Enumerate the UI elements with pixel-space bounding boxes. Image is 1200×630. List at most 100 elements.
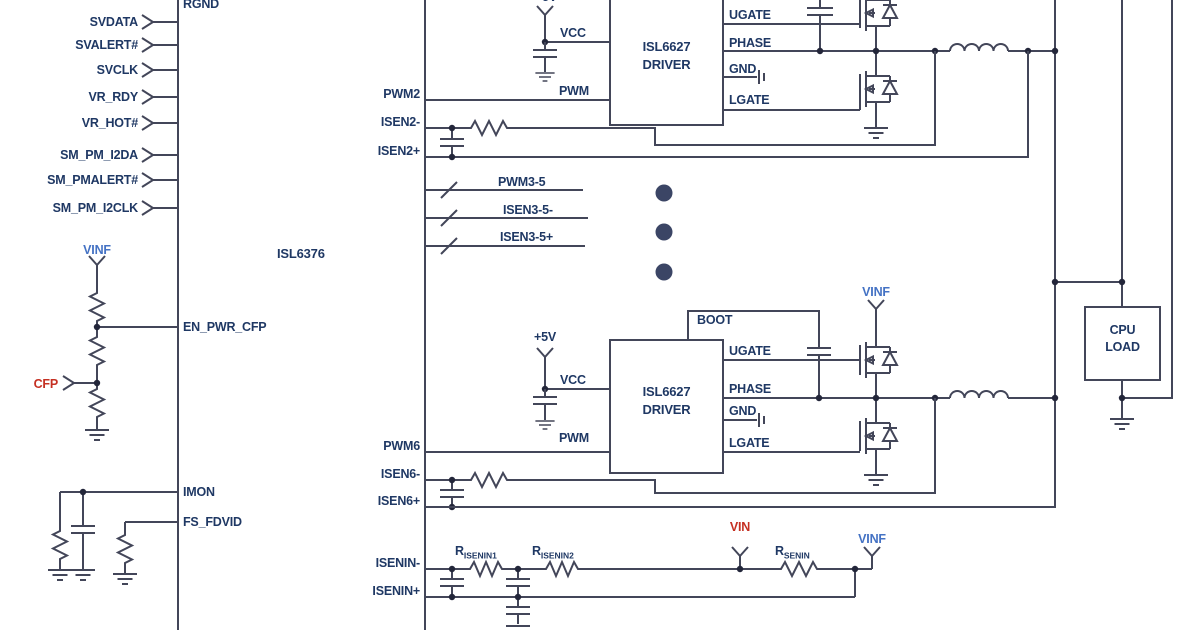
resistor-sub: ISENIN2 (540, 550, 574, 561)
boot-loop-and-capacitor (687, 310, 831, 398)
driver-top-part: ISL6627 (642, 39, 691, 54)
resistor-sub: ISENIN1 (463, 550, 497, 561)
ellipsis-dots (655, 184, 673, 281)
net-label-p5v-bottom: +5V (534, 330, 556, 344)
resistor-base: R (455, 544, 464, 558)
bus-label-isen3-5p: ISEN3-5+ (500, 230, 553, 244)
capacitor (506, 569, 530, 597)
capacitor (506, 597, 530, 624)
driver-top-pin-ugate: UGATE (729, 8, 771, 22)
resistor (87, 334, 107, 368)
driver-top-pin-vcc: VCC (560, 26, 586, 40)
driver-bottom-pin-pwm: PWM (559, 431, 589, 445)
driver-bottom-subtitle: DRIVER (642, 402, 691, 417)
low-side-mosfet (859, 397, 898, 475)
input-label-vr-hot: VR_HOT# (81, 116, 138, 130)
controller-part-number: ISL6376 (277, 246, 325, 261)
pin-label-isen2n: ISEN2- (380, 115, 420, 129)
resistor-label-risenin1: RISENIN1 (455, 544, 497, 563)
driver-box (609, 339, 724, 474)
capacitor (71, 492, 95, 570)
controller-box-edges (177, 0, 426, 630)
capacitor (533, 42, 557, 72)
input-label-svclk: SVCLK (96, 63, 139, 77)
resistor (466, 118, 514, 138)
resistor-base: R (532, 544, 541, 558)
input-label-sm-pm-i2clk: SM_PM_I2CLK (52, 201, 139, 215)
pin-label-fs-fdvid: FS_FDVID (183, 515, 242, 529)
isen2-network (425, 51, 1029, 161)
driver-top-pin-phase: PHASE (729, 36, 772, 50)
bus-slash (440, 181, 458, 255)
left-input-connectors (141, 14, 178, 216)
net-label-vin: VIN (729, 520, 751, 534)
input-label-svdata: SVDATA (89, 15, 139, 29)
isen6-network (425, 398, 936, 511)
pin-label-pwm2: PWM2 (383, 87, 420, 101)
inductor (949, 390, 1009, 399)
driver-stage-bottom (425, 299, 1055, 486)
input-label-sm-pmalert: SM_PMALERT# (47, 173, 138, 187)
resistor-label-risenin2: RISENIN2 (532, 544, 574, 563)
cpu-load-line2: LOAD (1105, 340, 1140, 354)
capacitor (440, 480, 464, 507)
resistor-risenin1 (466, 559, 510, 579)
driver-bottom-pin-boot: BOOT (697, 313, 733, 327)
pin-label-isen6p: ISEN6+ (377, 494, 420, 508)
input-label-sm-pm-i2da: SM_PM_I2DA (60, 148, 138, 162)
net-label-vinf-bottom: VINF (862, 285, 890, 299)
driver-top-pin-gnd: GND (729, 62, 757, 76)
boot-capacitor (807, 0, 833, 51)
bus-label-pwm3-5: PWM3-5 (498, 175, 546, 189)
capacitor (440, 569, 464, 597)
isenin-network (425, 546, 881, 630)
driver-bottom-part: ISL6627 (642, 384, 691, 399)
driver-bottom-pin-vcc: VCC (560, 373, 586, 387)
net-label-p5v-top: +5V (528, 0, 564, 4)
resistor-base: R (775, 544, 784, 558)
net-label-vinf-input: VINF (858, 532, 886, 546)
resistor (466, 470, 514, 490)
pin-label-imon: IMON (183, 485, 215, 499)
bus-label-isen3-5n: ISEN3-5- (503, 203, 553, 217)
driver-stage-top (425, 0, 1055, 139)
input-label-svalert: SVALERT# (75, 38, 138, 52)
resistor-sub: SENIN (783, 550, 810, 561)
resistor (87, 290, 107, 324)
resistor (50, 528, 70, 562)
resistor (115, 532, 135, 566)
bus-lines (425, 181, 588, 255)
low-side-mosfet (859, 50, 898, 128)
resistor (87, 386, 107, 420)
cpu-load-label: CPU LOAD (1085, 322, 1160, 356)
vinf-divider-network (62, 255, 178, 441)
pin-label-iseninn: ISENIN- (375, 556, 421, 570)
pin-label-isen6n: ISEN6- (380, 467, 420, 481)
driver-top-pin-pwm: PWM (559, 84, 589, 98)
cpu-load-line1: CPU (1109, 323, 1136, 337)
net-label-cfp: CFP (33, 377, 59, 391)
driver-bottom-pin-gnd: GND (729, 404, 757, 418)
output-rails (425, 0, 1173, 508)
input-label-vr-rdy: VR_RDY (88, 90, 138, 104)
driver-bottom-pin-phase: PHASE (729, 382, 772, 396)
capacitor (533, 389, 557, 420)
driver-box (609, 0, 724, 126)
capacitor (440, 128, 464, 157)
pin-label-iseninp: ISENIN+ (372, 584, 420, 598)
high-side-mosfet (859, 0, 898, 52)
resistor-rsenin (776, 559, 824, 579)
pin-label-isen2p: ISEN2+ (377, 144, 420, 158)
pin-label-en-pwr-cfp: EN_PWR_CFP (183, 320, 267, 334)
driver-bottom-pin-ugate: UGATE (729, 344, 771, 358)
imon-network (47, 488, 178, 581)
fs-fdvid-network (112, 521, 178, 585)
resistor-label-rsenin: RSENIN (775, 544, 810, 563)
resistor-risenin2 (542, 559, 586, 579)
lgate-wire (723, 103, 861, 111)
net-label-vinf-divider: VINF (83, 243, 111, 257)
high-side-mosfet (859, 321, 898, 399)
driver-top-pin-lgate: LGATE (729, 93, 770, 107)
